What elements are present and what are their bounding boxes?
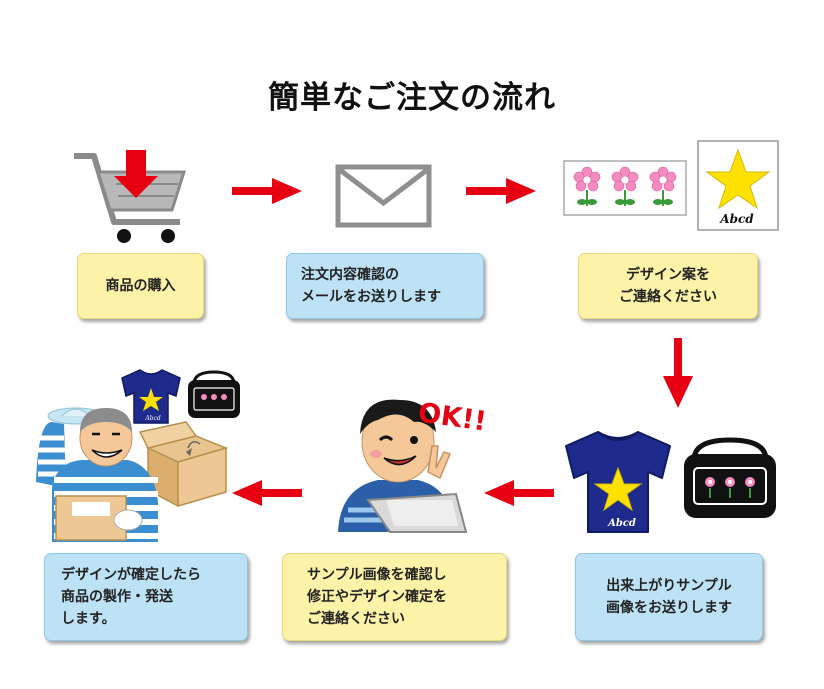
arrow-down-icon (663, 338, 693, 408)
bag-icon (684, 437, 776, 518)
arrow-right-icon (466, 178, 536, 204)
page-title: 簡単なご注文の流れ (268, 80, 556, 116)
step-1-box: 商品の購入 (77, 253, 204, 319)
tshirt-icon: Abcd (565, 431, 671, 533)
shopping-cart-icon (74, 150, 187, 243)
step-4-text: 出来上がりサンプル 画像をお送りします (606, 578, 732, 616)
arrow-left-icon (484, 480, 554, 506)
step-2-text: 注文内容確認の メールをお送りします (301, 267, 441, 305)
small-bag-icon (188, 370, 240, 418)
step-3-text: デザイン案を ご連絡ください (619, 267, 717, 305)
envelope-icon (335, 164, 432, 228)
flower-design-card-icon (563, 160, 687, 216)
star-design-card-icon: Abcd (697, 140, 779, 231)
svg-text:Abcd: Abcd (144, 415, 161, 422)
design-label: Abcd (719, 212, 754, 226)
step-5-box: サンプル画像を確認し 修正やデザイン確定を ご連絡ください (282, 553, 507, 641)
step-6-text: デザインが確定したら 商品の製作・発送 します。 (61, 567, 201, 627)
step-1-text: 商品の購入 (105, 278, 176, 294)
small-tshirt-icon: Abcd (121, 369, 181, 424)
step-5-text: サンプル画像を確認し 修正やデザイン確定を ご連絡ください (307, 567, 447, 627)
shirt-design-label: Abcd (607, 518, 636, 529)
step-2-box: 注文内容確認の メールをお送りします (286, 253, 484, 319)
step-4-box: 出来上がりサンプル 画像をお送りします (575, 553, 763, 641)
arrow-right-icon (232, 178, 302, 204)
person-laptop-icon (338, 399, 468, 533)
step-6-box: デザインが確定したら 商品の製作・発送 します。 (44, 553, 248, 641)
arrow-left-icon (232, 480, 302, 506)
step-3-box: デザイン案を ご連絡ください (578, 253, 758, 319)
delivery-worker-icon (36, 407, 158, 542)
cardboard-box-icon (138, 421, 229, 508)
